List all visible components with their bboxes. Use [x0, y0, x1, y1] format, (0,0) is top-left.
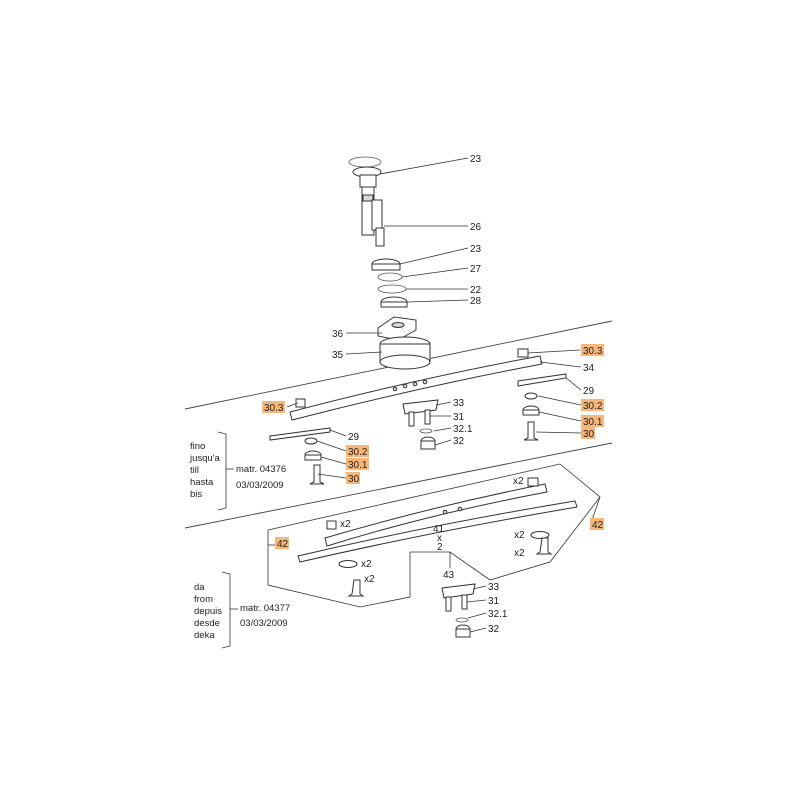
highlight-30-1-left	[346, 458, 369, 470]
multiplier-x2-5: x2	[361, 559, 372, 570]
highlight-30-right	[581, 427, 595, 439]
callout-22: 22	[470, 285, 482, 296]
highlight-42-left	[275, 537, 289, 549]
callout-26: 26	[470, 222, 482, 233]
callout-35: 35	[332, 350, 344, 361]
callout-36: 36	[332, 329, 344, 340]
callout-31-upper: 31	[453, 412, 465, 423]
highlight-42-right	[590, 518, 604, 530]
note-until-bracket	[217, 431, 234, 511]
callout-32-upper: 32	[453, 436, 465, 447]
callout-42-right: 42	[592, 520, 604, 531]
callout-29-left: 29	[348, 432, 360, 443]
callout-30-1-right: 30.1	[583, 417, 603, 428]
highlight-30-2-left	[346, 445, 369, 457]
callout-33-upper: 33	[453, 398, 465, 409]
note-from-word-4: desde	[194, 618, 220, 629]
callout-labels: 23 26 23 27 22 28 36 35 30.3 34 29 30.2 …	[264, 154, 604, 635]
callout-27: 27	[470, 264, 482, 275]
callout-31-lower: 31	[488, 596, 500, 607]
highlight-30-3-left	[262, 401, 285, 413]
callout-28: 28	[470, 296, 482, 307]
shaft-assembly	[348, 156, 431, 370]
callout-34: 34	[583, 363, 595, 374]
callout-30-2-right: 30.2	[583, 401, 603, 412]
callout-30-right: 30	[583, 429, 595, 440]
note-until-serial: matr. 04376	[236, 464, 286, 475]
callout-30-2-left: 30.2	[348, 447, 368, 458]
note-until: fino jusqu'a till hasta bis matr. 04376 …	[189, 441, 286, 500]
callout-30-left: 30	[348, 474, 360, 485]
callout-32-1-upper: 32.1	[453, 424, 473, 435]
multiplier-x2-3: x2	[514, 530, 525, 541]
note-until-word-4: hasta	[190, 477, 214, 488]
note-from-date: 03/03/2009	[240, 618, 288, 629]
callout-42-left: 42	[277, 539, 289, 550]
callout-41-2: 2	[437, 542, 443, 553]
note-from-bracket	[221, 571, 238, 649]
multiplier-x2-2: x2	[340, 519, 351, 530]
callout-30-1-left: 30.1	[348, 460, 368, 471]
highlight-30-left	[346, 472, 360, 484]
note-until-word-5: bis	[190, 489, 202, 500]
multiplier-x2-6: x2	[364, 574, 375, 585]
callout-23-mid: 23	[470, 244, 482, 255]
note-until-date: 03/03/2009	[236, 480, 284, 491]
callout-29-right: 29	[583, 386, 595, 397]
callout-32-lower: 32	[488, 624, 500, 635]
callout-30-3-left: 30.3	[264, 403, 284, 414]
lower-blade-assembly	[297, 477, 578, 638]
note-from-serial: matr. 04377	[240, 603, 290, 614]
leader-lines	[268, 157, 601, 633]
note-from-word-3: depuis	[194, 606, 222, 617]
kit-outline-top	[267, 463, 561, 531]
callout-43: 43	[443, 570, 455, 581]
callout-32-1-lower: 32.1	[488, 609, 508, 620]
note-from-word-5: deka	[194, 630, 215, 641]
kit-outline-42	[267, 463, 601, 608]
note-until-word-1: fino	[190, 441, 205, 452]
note-from-word-1: da	[194, 582, 205, 593]
note-until-word-2: jusqu'a	[189, 453, 221, 464]
callout-41: 41	[433, 524, 445, 535]
highlight-30-1-right	[581, 415, 604, 427]
note-from: da from depuis desde deka matr. 04377 03…	[194, 582, 290, 641]
quantity-multipliers: x2 x2 x2 x2 x2 x2	[340, 476, 525, 585]
multiplier-x2-1: x2	[513, 476, 524, 487]
callout-41-x: x	[437, 533, 442, 544]
note-from-word-2: from	[194, 594, 213, 605]
highlight-30-3-right	[581, 344, 604, 356]
note-until-word-3: till	[190, 465, 199, 476]
divider-line-bottom	[184, 442, 613, 529]
multiplier-x2-4: x2	[514, 548, 525, 559]
highlight-30-2-right	[581, 399, 604, 411]
callout-33-lower: 33	[488, 582, 500, 593]
callout-23-top: 23	[470, 154, 482, 165]
upper-blade-assembly	[269, 348, 567, 485]
callout-30-3-right: 30.3	[583, 346, 603, 357]
